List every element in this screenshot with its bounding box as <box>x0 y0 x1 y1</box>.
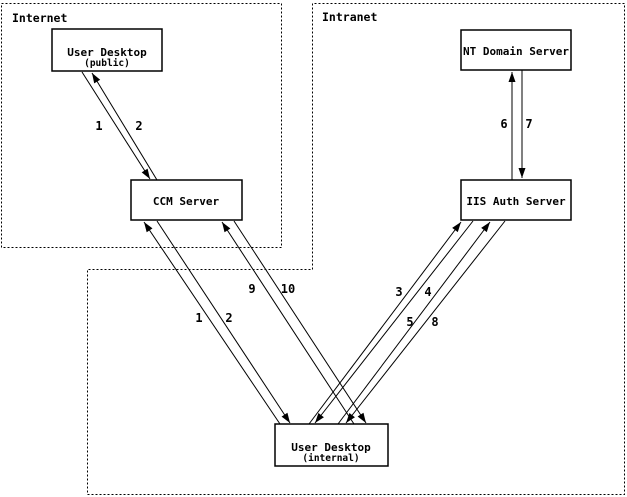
edges <box>81 70 526 425</box>
edge-4-iis-to-internal-desktop <box>314 220 474 424</box>
user-desktop-public-title: User Desktop <box>67 46 147 59</box>
node-iis-auth-server: IIS Auth Server <box>460 179 572 221</box>
user-desktop-public-box <box>51 28 163 72</box>
ccm-server-box <box>130 179 243 221</box>
edge-1-public-desktop-to-ccm <box>81 71 151 180</box>
node-user-desktop-internal: User Desktop (internal) <box>274 423 389 467</box>
user-desktop-internal-subtitle: (internal) <box>302 453 359 464</box>
node-nt-domain-server: NT Domain Server <box>460 29 572 71</box>
edge-label-1-public: 1 <box>95 119 102 133</box>
edge-label-2-internal: 2 <box>225 311 232 325</box>
edge-3-internal-desktop-to-iis <box>308 221 462 425</box>
edge-label-5: 5 <box>406 315 413 329</box>
edge-label-2-public: 2 <box>135 119 142 133</box>
user-desktop-internal-box <box>274 423 389 467</box>
edge-8-iis-to-internal-desktop <box>345 220 506 424</box>
edge-labels: 1 2 1 2 9 10 3 4 5 8 6 7 <box>95 117 532 329</box>
iis-auth-server-box <box>460 179 572 221</box>
user-desktop-public-subtitle: (public) <box>84 58 130 69</box>
edge-5-internal-desktop-to-iis <box>337 221 491 425</box>
nt-domain-server-title: NT Domain Server <box>463 45 569 58</box>
intranet-zone-border <box>87 3 625 495</box>
ccm-server-title: CCM Server <box>153 195 220 208</box>
edge-label-10: 10 <box>281 282 295 296</box>
edge-2-ccm-to-public-desktop <box>91 72 158 181</box>
user-desktop-internal-title: User Desktop <box>291 441 371 454</box>
edge-label-1-internal: 1 <box>195 311 202 325</box>
internet-zone-border <box>1 3 282 248</box>
iis-auth-server-title: IIS Auth Server <box>466 195 566 208</box>
edge-label-6: 6 <box>500 117 507 131</box>
edge-label-9: 9 <box>248 282 255 296</box>
edge-9-internal-desktop-to-ccm <box>221 221 355 425</box>
intranet-zone-label: Intranet <box>322 10 377 24</box>
nt-domain-server-box <box>460 29 572 71</box>
edge-label-7: 7 <box>525 117 532 131</box>
internet-zone-label: Internet <box>12 11 67 25</box>
edge-10-ccm-to-internal-desktop <box>233 220 367 424</box>
edge-1-internal-desktop-to-ccm <box>143 221 281 425</box>
edge-label-3: 3 <box>395 285 402 299</box>
node-user-desktop-public: User Desktop (public) <box>51 28 163 72</box>
edge-2-ccm-to-internal-desktop <box>156 220 291 424</box>
edge-label-8: 8 <box>431 315 438 329</box>
node-ccm-server: CCM Server <box>130 179 243 221</box>
edge-label-4: 4 <box>424 285 431 299</box>
